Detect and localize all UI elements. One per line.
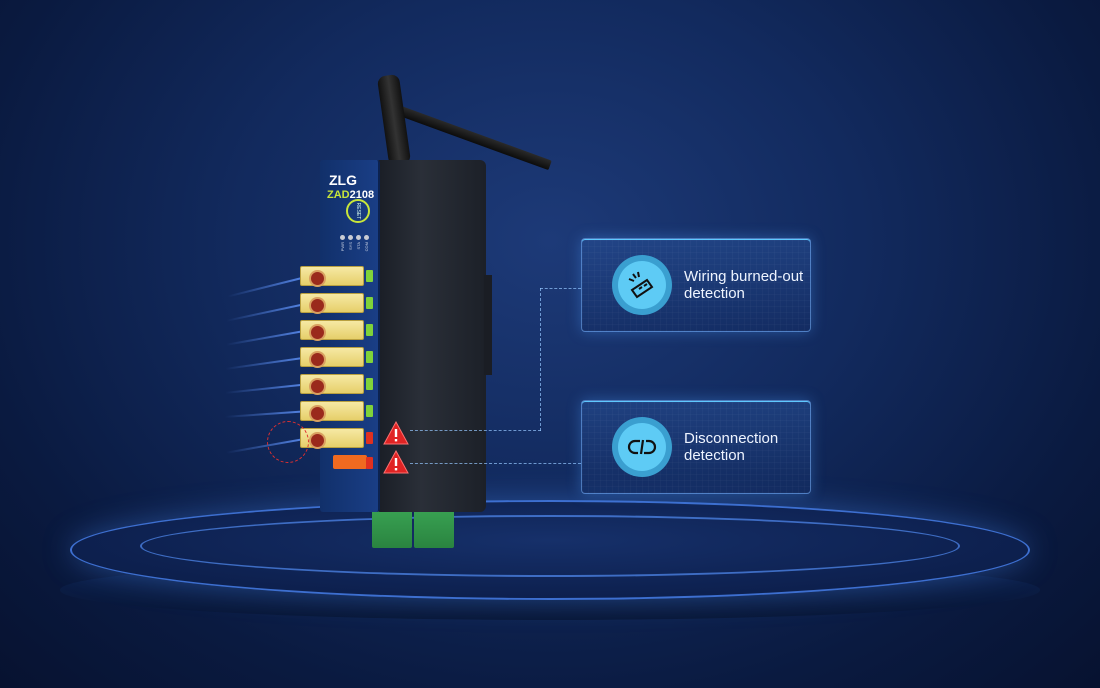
feature-label: Wiring burned-out detection [684,268,804,302]
warning-icon [383,450,409,474]
thermocouple-connector [300,320,364,341]
model-label: ZAD2108 [327,189,374,201]
led-label: SYS [348,242,353,251]
feature-card-burnout: Wiring burned-out detection [581,238,811,332]
thermocouple-wire [225,410,311,418]
warning-icon [383,421,409,445]
brand-logo: ZLG [329,172,357,188]
channel-led [366,432,373,444]
thermocouple-connector [300,374,364,395]
disconnected-link-icon [612,417,672,477]
thermocouple-wire [225,383,311,394]
broken-wire-icon [612,255,672,315]
thermocouple-connector [300,293,364,314]
led-label: PWR [340,242,345,252]
callout-line [410,430,541,431]
feature-card-disconnection: Disconnection detection [581,400,811,494]
led-label: COM [364,242,369,252]
led-sys: SYS [348,235,353,251]
thermocouple-wire [226,329,311,346]
callout-line [540,288,581,289]
thermocouple-connector [300,347,364,368]
red-status-led [366,457,373,469]
channel-led [366,405,373,417]
led-sta: STA [356,235,361,251]
channel-led [366,351,373,363]
channel-led [366,270,373,282]
platform-ring [140,515,960,577]
led-com: COM [364,235,369,251]
antenna-base [376,73,412,167]
thermocouple-wire [227,275,311,298]
feature-label: Disconnection detection [684,430,779,464]
reset-button[interactable]: RESET [346,199,370,223]
thermocouple-wire [226,302,311,322]
thermocouple-connector [300,401,364,422]
status-leds: PWR SYS STA COM [340,235,369,251]
model-prefix: ZAD [327,189,350,201]
channel-led [366,378,373,390]
thermocouple-wire [225,356,311,370]
callout-line [540,288,541,431]
reset-label: RESET [355,202,361,220]
orange-connector [333,455,367,469]
thermocouple-connector [300,428,364,449]
led-pwr: PWR [340,235,345,251]
fault-highlight-circle [267,421,309,463]
channel-led [366,324,373,336]
callout-line [410,463,581,464]
model-number: 2108 [349,189,375,201]
led-label: STA [356,242,361,250]
channel-led [366,297,373,309]
thermocouple-connector [300,266,364,287]
din-rail-clip [484,275,492,375]
